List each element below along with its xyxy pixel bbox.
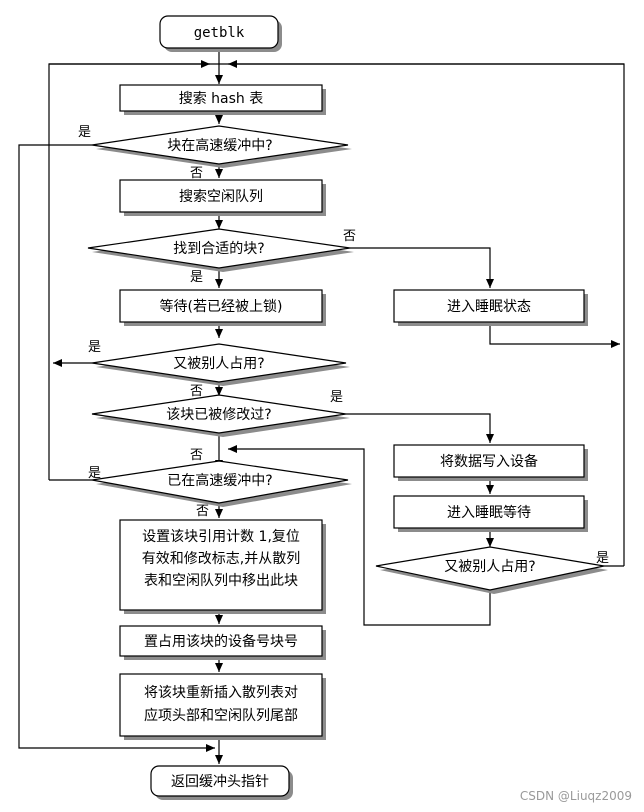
edge-sleep-to-loop [489,321,620,348]
label-taken1-no: 否 [190,384,203,399]
already-cached-label: 已在高速缓冲中? [167,472,272,489]
in-cache-label: 块在高速缓冲中? [167,137,272,154]
set-device-label: 置占用该块的设备号块号 [144,633,298,650]
write-device-label: 将数据写入设备 [440,453,538,470]
sleep-state-box: 进入睡眠状态 [393,289,588,326]
write-device-box: 将数据写入设备 [393,444,588,481]
taken-2-diamond: 又被别人占用? [375,546,608,594]
edge-taken2-no [228,445,491,626]
label-already-no: 否 [196,504,209,519]
start-label: getblk [194,25,245,41]
label-found-yes: 是 [190,270,203,285]
wait-lock-box: 等待(若已经被上锁) [119,289,326,326]
search-hash-label: 搜索 hash 表 [179,90,264,107]
search-free-label: 搜索空闲队列 [179,188,263,205]
sleep-wait-label: 进入睡眠等待 [447,504,531,521]
label-found-no: 否 [343,229,356,244]
reinsert-line-2: 应项头部和空闲队列尾部 [144,707,298,724]
edge-found-no [350,247,494,288]
return-label: 返回缓冲头指针 [171,774,269,790]
in-cache-diamond: 块在高速缓冲中? [91,125,352,168]
reinsert-box: 将该块重新插入散列表对 应项头部和空闲队列尾部 [119,673,326,740]
already-cached-diamond: 已在高速缓冲中? [91,460,352,507]
label-modified-no: 否 [190,448,203,463]
found-block-label: 找到合适的块? [173,241,264,257]
modified-diamond: 该块已被修改过? [91,394,350,437]
return-node: 返回缓冲头指针 [150,765,293,800]
taken-1-label: 又被别人占用? [173,356,264,372]
edge-labels: 是 否 否 是 是 否 是 否 是 否 是 [78,125,609,566]
label-cache-yes: 是 [78,125,91,140]
wait-lock-label: 等待(若已经被上锁) [160,298,283,315]
label-already-yes: 是 [88,466,101,481]
edge-cache-yes [18,144,215,752]
setup-line-2: 有效和修改标志,并从散列 [142,551,300,567]
search-hash-box: 搜索 hash 表 [119,84,326,115]
sleep-wait-box: 进入睡眠等待 [393,495,588,532]
modified-label: 该块已被修改过? [166,407,271,423]
label-taken2-yes: 是 [596,551,609,566]
set-device-box: 置占用该块的设备号块号 [119,625,326,660]
sleep-state-label: 进入睡眠状态 [447,299,531,315]
start-node: getblk [159,15,282,52]
reinsert-line-1: 将该块重新插入散列表对 [144,685,298,701]
label-modified-yes: 是 [330,390,343,405]
search-free-box: 搜索空闲队列 [119,179,326,216]
setup-line-1: 设置该块引用计数 1,复位 [142,528,300,545]
found-block-diamond: 找到合适的块? [87,228,354,272]
label-cache-no: 否 [190,166,203,181]
setup-box: 设置该块引用计数 1,复位 有效和修改标志,并从散列 表和空闲队列中移出此块 [119,519,326,614]
label-taken1-yes: 是 [88,340,101,355]
setup-line-3: 表和空闲队列中移出此块 [144,573,298,589]
edge-modified-yes [346,413,494,443]
watermark: CSDN @Liuqz2009 [520,789,632,803]
taken-1-diamond: 又被别人占用? [91,343,350,386]
taken-2-label: 又被别人占用? [444,559,535,575]
